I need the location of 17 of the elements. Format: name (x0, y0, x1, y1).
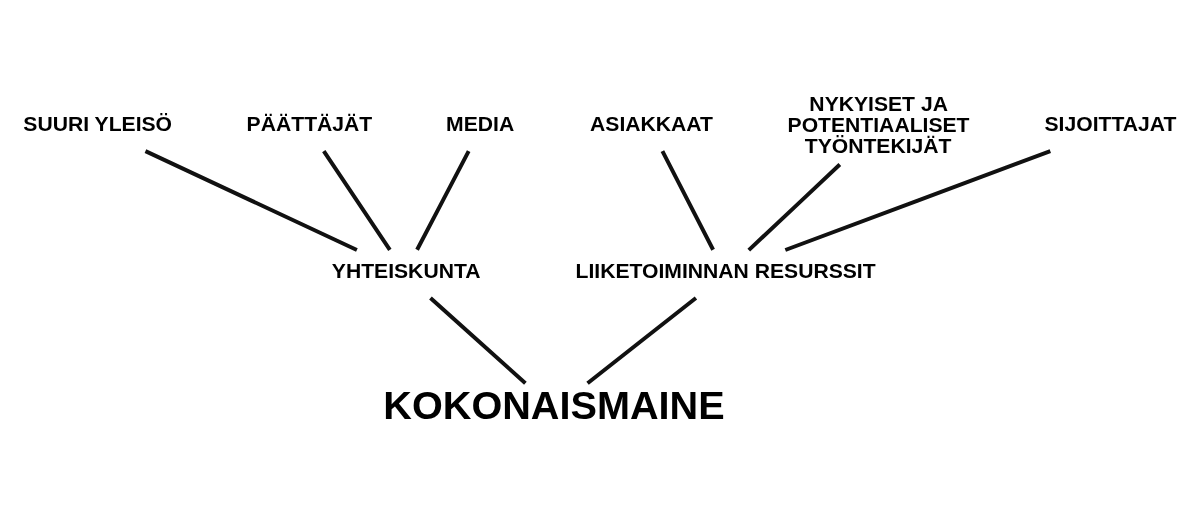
node-text: ASIAKKAAT (590, 111, 713, 135)
connector (415, 150, 471, 251)
node-text: YHTEISKUNTA (331, 258, 481, 282)
connector (586, 296, 698, 385)
connector (660, 150, 715, 251)
connector (144, 149, 358, 252)
node-text: SUURI YLEISÖ (23, 111, 173, 135)
node-text: MEDIA (446, 111, 515, 135)
node-text: LIIKETOIMINNAN RESURSSIT (575, 258, 876, 282)
connector (429, 296, 527, 385)
node-text: PÄÄTTÄJÄT (246, 111, 373, 135)
connector (322, 150, 392, 251)
node-text: KOKONAISMAINE (383, 383, 725, 428)
connector (747, 163, 842, 252)
connector (784, 149, 1051, 252)
node-text: SIJOITTAJAT (1044, 111, 1177, 135)
node-text: NYKYISET JA POTENTIAALISET TYÖNTEKIJÄT (787, 92, 970, 158)
